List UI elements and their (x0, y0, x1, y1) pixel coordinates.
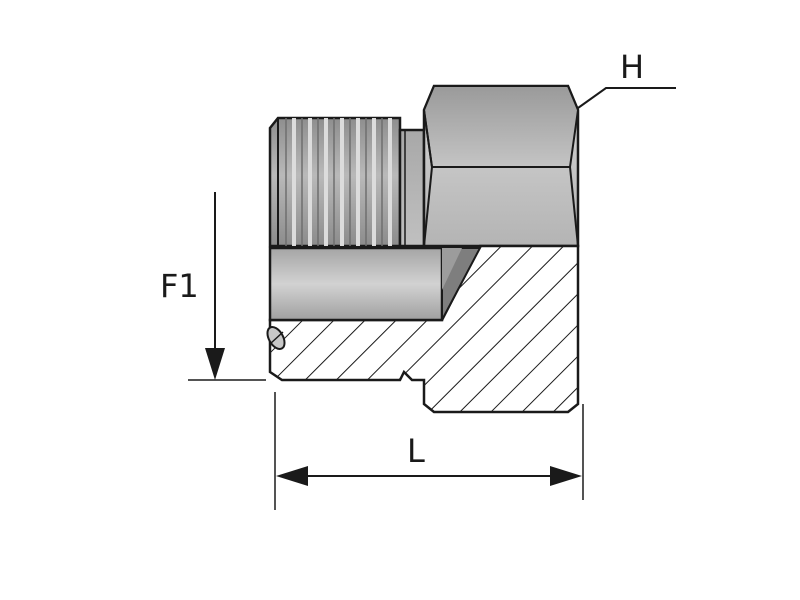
thread-ridges (285, 118, 392, 246)
dimension-h: H (577, 48, 676, 109)
dimension-f1: F1 (160, 192, 266, 381)
hex-top-facet (422, 85, 580, 168)
seal-ring (266, 326, 286, 350)
label-h: H (620, 48, 644, 86)
undercut-neck (398, 128, 426, 248)
label-l: L (407, 432, 425, 470)
section-view (266, 244, 580, 414)
dimension-l: L (274, 392, 584, 510)
threaded-stud (268, 116, 402, 248)
bore (268, 246, 444, 322)
exterior-view (268, 84, 580, 248)
label-f1: F1 (160, 267, 199, 305)
